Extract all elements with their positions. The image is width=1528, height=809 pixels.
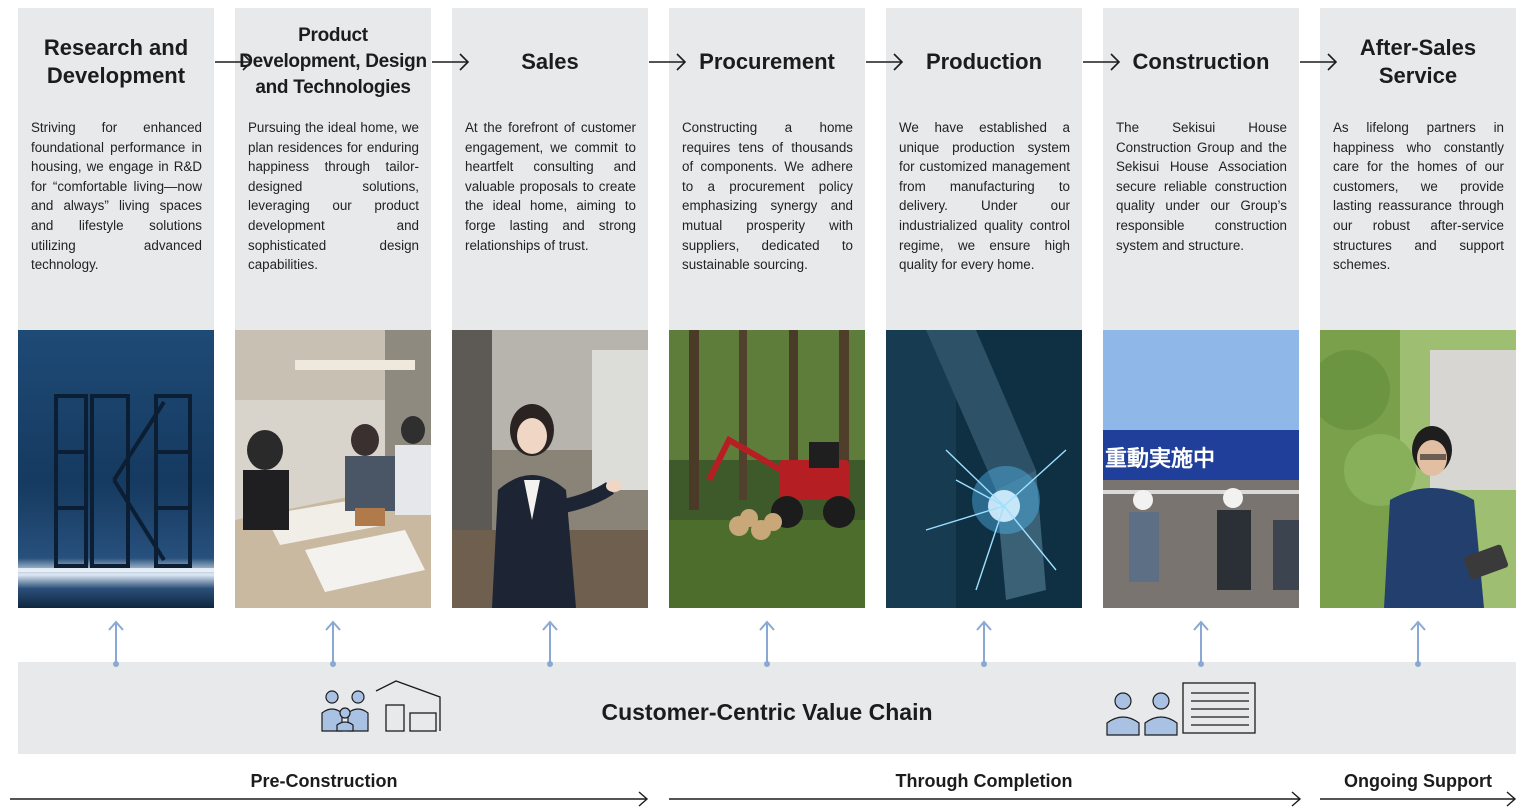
- family-and-house-icon: [321, 680, 441, 732]
- stage-sales: Sales At the forefront of customer engag…: [452, 8, 648, 608]
- stage-title: Procurement: [699, 49, 835, 74]
- stage-description: As lifelong partners in happiness who co…: [1333, 120, 1504, 273]
- value-chain-bar: Customer-Centric Value Chain: [18, 662, 1516, 754]
- up-arrow-icon: [542, 620, 558, 667]
- stage-description: Pursuing the ideal home, we plan residen…: [248, 120, 419, 273]
- stage-photo-production: [886, 330, 1082, 608]
- stage-title: Sales: [521, 49, 579, 74]
- stage-description: Constructing a home requires tens of tho…: [682, 120, 853, 273]
- phase-label-pre-construction: Pre-Construction: [250, 771, 398, 791]
- flow-arrow-icon: [1300, 53, 1338, 71]
- up-arrow-icon: [1193, 620, 1209, 667]
- up-arrow-icon: [325, 620, 341, 667]
- phase-arrow-icon: [1320, 791, 1517, 807]
- stage-description: Striving for enhanced foundational perfo…: [31, 120, 202, 273]
- stage-production: Production We have established a unique …: [886, 8, 1082, 608]
- stage-photo-after-sales: [1320, 330, 1516, 608]
- stage-product-development: Product Development, Design and Technolo…: [235, 8, 431, 608]
- stage-description: The Sekisui House Construction Group and…: [1116, 120, 1287, 253]
- flow-arrow-icon: [866, 53, 904, 71]
- construction-sign-text: 重動実施中: [1105, 446, 1215, 472]
- up-arrow-icon: [108, 620, 124, 667]
- phase-label-through-completion: Through Completion: [895, 771, 1073, 791]
- up-arrow-icon: [759, 620, 775, 667]
- stage-description: We have established a unique production …: [899, 120, 1070, 273]
- flow-arrow-icon: [432, 53, 470, 71]
- stage-photo-research: [18, 330, 214, 608]
- flow-arrow-icon: [649, 53, 687, 71]
- flow-arrow-icon: [1083, 53, 1121, 71]
- phase-arrow-icon: [669, 791, 1302, 807]
- stage-photo-construction: 重動実施中: [1103, 330, 1299, 608]
- staff-and-document-icon: [1106, 682, 1256, 736]
- stage-title: Production: [925, 49, 1043, 74]
- stage-after-sales-service: After-Sales Service As lifelong partners…: [1320, 8, 1516, 608]
- stage-photo-procurement: [669, 330, 865, 608]
- up-arrow-icon: [976, 620, 992, 667]
- stage-photo-design: [235, 330, 431, 608]
- stage-title: Product Development, Design and Technolo…: [239, 25, 427, 98]
- phase-arrow-icon: [10, 791, 649, 807]
- stage-title: After-Sales Service: [1359, 35, 1477, 88]
- stage-title: Research and Development: [43, 35, 189, 88]
- stage-description: At the forefront of customer engagement,…: [465, 120, 636, 253]
- stage-procurement: Procurement Constructing a home requires…: [669, 8, 865, 608]
- up-arrow-icon: [1410, 620, 1426, 667]
- phase-label-ongoing-support: Ongoing Support: [1344, 771, 1492, 791]
- stage-construction: Construction The Sekisui House Construct…: [1103, 8, 1299, 608]
- stage-photo-sales: [452, 330, 648, 608]
- stage-research-and-development: Research and Development Striving for en…: [18, 8, 214, 608]
- stage-title: Construction: [1132, 49, 1270, 74]
- flow-arrow-icon: [215, 53, 253, 71]
- value-chain-title: Customer-Centric Value Chain: [601, 699, 933, 725]
